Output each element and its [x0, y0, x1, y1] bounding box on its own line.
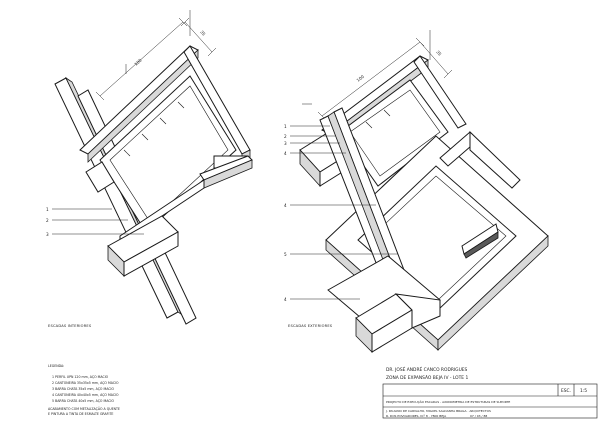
author-line: J. PAULINO DE CARVALHO, MIGUEL SALDANHA …	[385, 409, 491, 413]
interior-stairs-axonometric: 100 35	[46, 10, 253, 328]
left-callout-2: 2	[46, 218, 49, 223]
left-callouts	[52, 208, 144, 235]
right-callout-4a: 4	[284, 151, 287, 156]
right-dim-short: 35	[435, 49, 443, 57]
left-dim-short: 35	[199, 29, 207, 37]
legend-title: LEGENDA:	[48, 364, 64, 368]
left-dimension-lines	[95, 10, 217, 101]
right-stringers	[319, 107, 405, 279]
legend-note: E PINTURA A TINTA DE ESMALTE GRAFITE	[48, 412, 113, 416]
left-lower-block	[85, 161, 179, 277]
date-line: 07 / 03 / 88	[470, 414, 487, 418]
left-callout-1: 1	[46, 207, 49, 212]
right-callout-4c: 4	[284, 297, 287, 302]
title-block-frame	[382, 383, 598, 419]
legend-item: 1 PERFIL UPN 120 mm, AÇO MACIO	[52, 375, 109, 379]
legend-note: ACABAMENTO COM METALIZAÇÃO A QUENTE	[48, 406, 120, 411]
right-caption: ESCADAS EXTERIORES	[288, 324, 333, 328]
left-upper-frame	[79, 45, 251, 233]
exterior-stairs-axonometric: 100 35	[284, 30, 549, 353]
right-callout-5: 5	[284, 252, 287, 257]
legend-item: 4 CANTONEIRA 40x40x5 mm, AÇO MACIO	[52, 393, 119, 397]
project-title: PROJECTO DE EXECUÇÃO ESCADAS - AXONOMETR…	[386, 399, 510, 404]
legend-item: 5 BARRA CHATA 40x5 mm, AÇO MACIO	[52, 399, 114, 403]
right-bottom-block	[327, 255, 441, 353]
title-block: DR. JOSÉ ANDRÉ CANCO RODRIGUES ZONA DE E…	[382, 365, 598, 419]
right-callout-2: 2	[284, 134, 287, 139]
title-location: ZONA DE EXPANSÃO BEJA IV - LOTE 1	[386, 374, 468, 381]
right-dim-long: 100	[356, 74, 366, 83]
left-callout-3: 3	[46, 232, 49, 237]
legend-item: 2 CANTONEIRA 35x35x5 mm, AÇO MACIO	[52, 381, 119, 385]
right-callout-1: 1	[284, 124, 287, 129]
scale-value: 1:5	[580, 388, 587, 394]
right-dimension-lines	[302, 30, 453, 121]
legend: LEGENDA: 1 PERFIL UPN 120 mm, AÇO MACIO …	[48, 364, 120, 416]
left-dim-long: 100	[133, 57, 143, 66]
scale-label: ESC.	[561, 388, 571, 394]
right-callout-3: 3	[284, 141, 287, 146]
right-upper-frame	[321, 55, 467, 187]
legend-item: 3 BARRA CHATA 35x5 mm, AÇO MACIO	[52, 387, 114, 391]
title-owner: DR. JOSÉ ANDRÉ CANCO RODRIGUES	[386, 365, 468, 373]
right-callouts	[290, 125, 398, 300]
right-callout-4b: 4	[284, 203, 287, 208]
address-line: R. DOS POVOADORES, N.º 8 · 7800 BEJA	[386, 414, 447, 418]
left-caption: ESCADAS INTERIORES	[48, 324, 92, 328]
